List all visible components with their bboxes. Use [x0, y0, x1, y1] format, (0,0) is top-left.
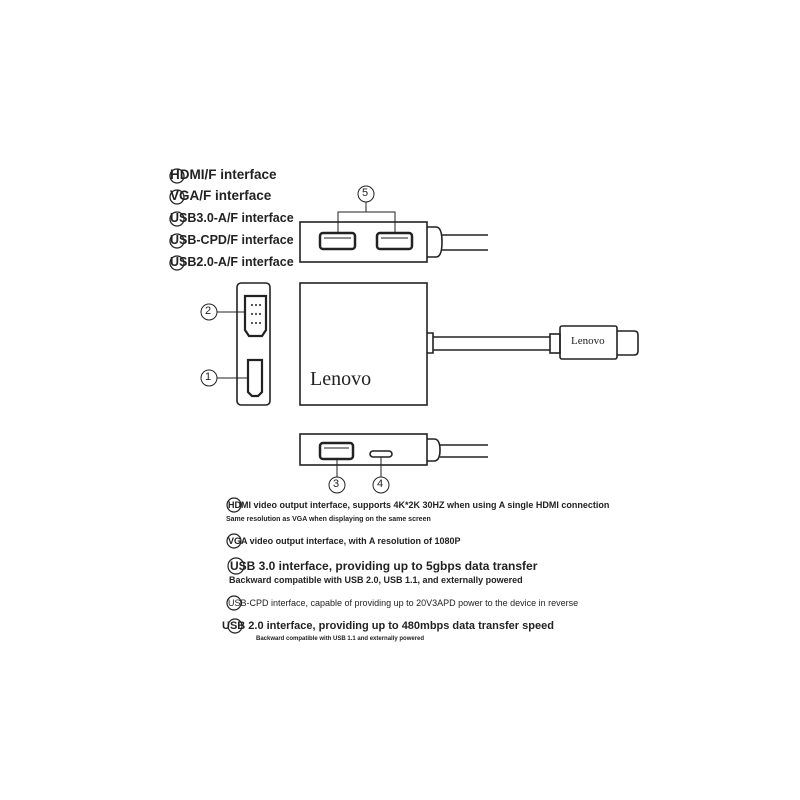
legend-circle-5: [169, 255, 185, 271]
desc-usb3-sub: Backward compatible with USB 2.0, USB 1.…: [229, 575, 523, 585]
legend-vga: VGA/F interface: [170, 188, 272, 203]
desc-usb2-sub: Backward compatible with USB 1.1 and ext…: [256, 636, 425, 642]
legend-circle-4: [169, 233, 185, 249]
desc-hdmi-sub: Same resolution as VGA when displaying o…: [226, 516, 431, 523]
desc-hdmi: HDMI video output interface, supports 4K…: [228, 500, 610, 510]
callout-3: 3: [333, 478, 340, 490]
bottom-view: [299, 433, 488, 494]
callout-2: 2: [205, 305, 212, 317]
vga-port: [243, 294, 268, 338]
legend-circle-1: [169, 168, 185, 184]
body-logo: Lenovo: [310, 368, 372, 390]
main-body: [299, 282, 639, 406]
desc-usbc-pd: USB-CPD interface, capable of providing …: [228, 598, 579, 608]
legend-circle-2: [169, 189, 185, 205]
side-view: [200, 282, 271, 406]
desc-usb2: USB 2.0 interface, providing up to 480mb…: [222, 620, 554, 632]
legend-circle-3: [169, 211, 185, 227]
usb-c-plug: [559, 325, 618, 360]
callout-1: 1: [205, 371, 212, 383]
legend-hdmi: HDMI/F interface: [170, 167, 277, 182]
plug-logo: Lenovo: [571, 335, 605, 347]
legend-usb3: USB3.0-A/F interface: [170, 211, 294, 225]
usb2-port-1: [318, 231, 357, 251]
usb2-port-2: [375, 231, 414, 251]
desc-vga: VGA video output interface, with A resol…: [228, 536, 461, 546]
hdmi-port: [246, 358, 264, 398]
legend-usb2: USB2.0-A/F interface: [170, 255, 294, 269]
top-view: [299, 185, 488, 263]
desc-usb3: USB 3.0 interface, providing up to 5gbps…: [230, 559, 538, 573]
callout-4: 4: [377, 478, 384, 490]
callout-5: 5: [362, 187, 369, 199]
legend-usbc-pd: USB-CPD/F interface: [170, 233, 294, 247]
